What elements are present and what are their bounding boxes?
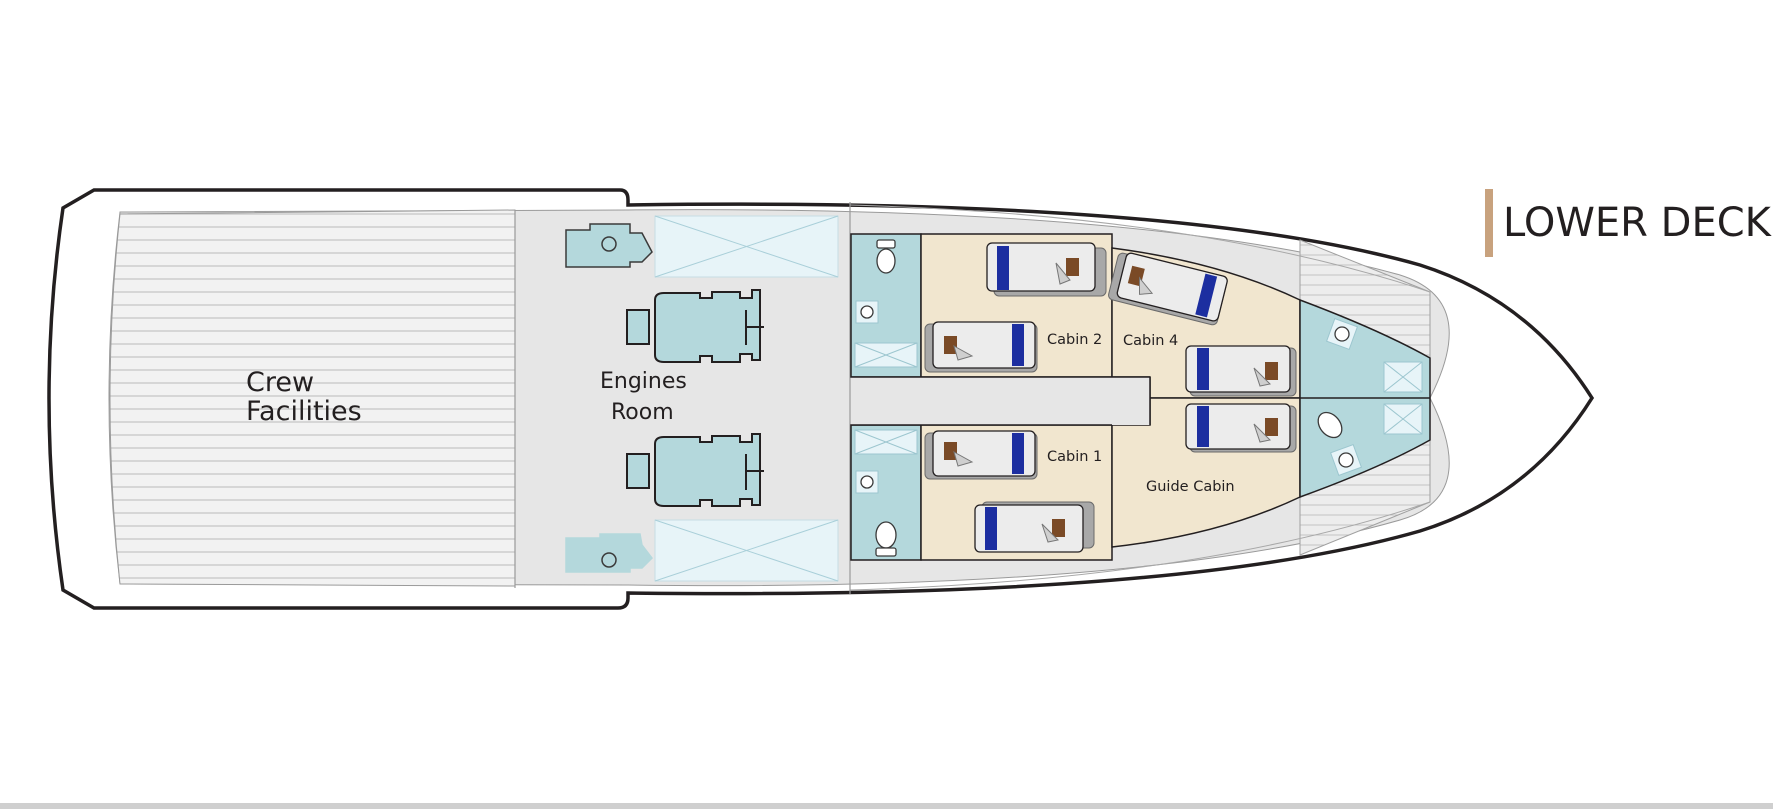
crew-facilities-label-line2: Facilities [246,396,362,427]
bathroom-cabin-1 [850,424,922,561]
hatch-bottom [654,519,839,582]
title-accent-bar [1485,189,1493,257]
bed-cabin-1-top [924,430,1038,480]
bed-guide-cabin [1185,403,1297,453]
footer-divider [0,803,1773,809]
engine-top [626,289,764,363]
deck-title-text: LOWER DECK [1503,200,1771,246]
corridor [851,377,1150,425]
bow-inner-line [849,501,1431,591]
forward-bathroom-fixtures [1317,317,1423,477]
guide-cabin-label: Guide Cabin [1146,479,1235,495]
bed-cabin-1-bottom [974,501,1095,553]
deck-title: LOWER DECK [1485,189,1771,257]
generator-bottom [565,533,653,573]
cabin-4-label: Cabin 4 [1123,333,1178,349]
bathroom-cabin-2 [850,233,922,378]
engine-bottom [626,433,764,507]
cabin-1-label: Cabin 1 [1047,449,1102,465]
bed-cabin-4-top [1108,252,1228,326]
bed-cabin-4-bottom [1185,345,1297,397]
crew-facilities-label-line1: Crew [246,367,314,398]
bow-inner-line [849,204,1431,293]
bed-cabin-2-top [986,242,1107,297]
generator-top [565,223,653,268]
hatch-top [654,215,839,278]
cabin-2-label: Cabin 2 [1047,332,1102,348]
crew-facilities-area [109,209,516,587]
engines-room-label-line2: Room [611,400,674,425]
bed-cabin-2-bottom [924,321,1038,373]
engines-room-label-line1: Engines [600,369,687,394]
